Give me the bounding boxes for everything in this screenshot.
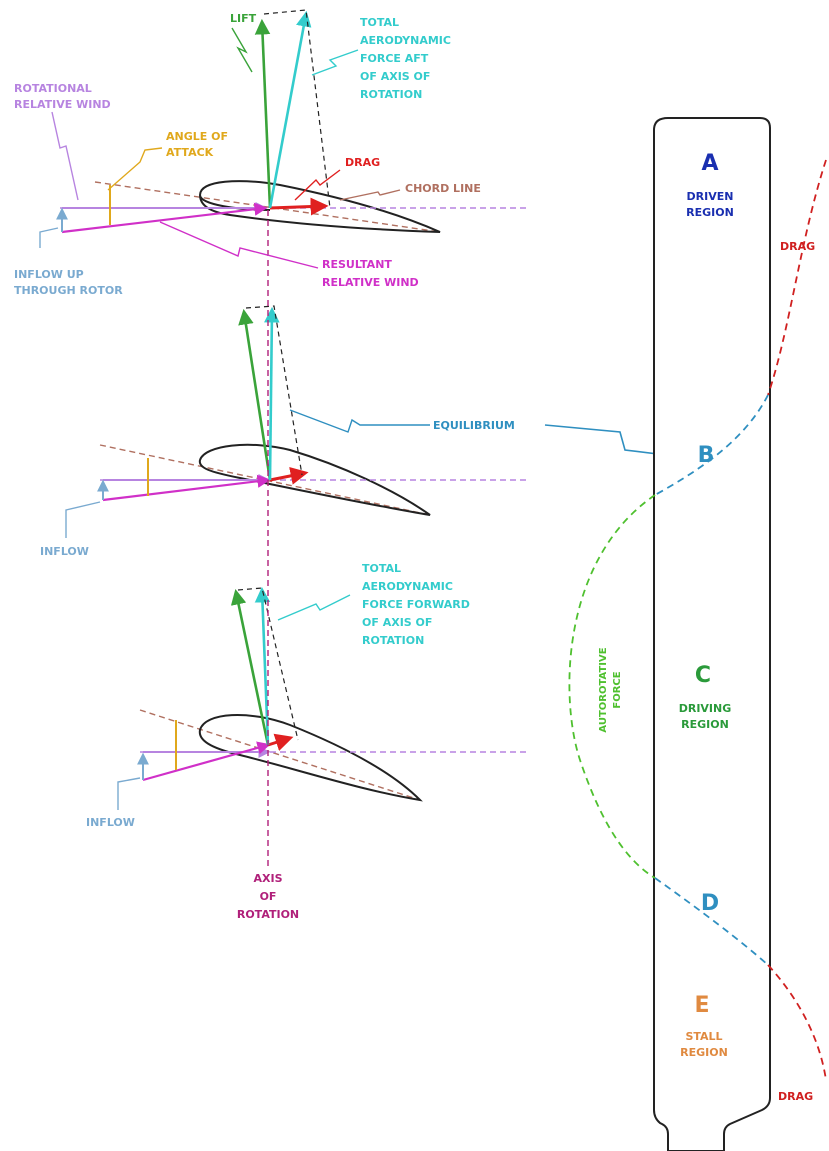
axis-of-rotation-label-line-3: ROTATION: [237, 908, 299, 921]
inflow-up-label-line-1: INFLOW UP: [14, 268, 84, 281]
lift-label: LIFT: [230, 12, 257, 25]
region-b-letter: B: [698, 443, 715, 468]
region-a-letter: A: [701, 151, 718, 176]
drag-curve-bottom: [767, 964, 827, 1081]
angle-of-attack-label-line-1: ANGLE OF: [166, 130, 228, 143]
lift-arrow-bottom: [230, 588, 270, 746]
taf-aft-label-line-1: TOTAL: [360, 16, 399, 29]
resultant-relative-wind-arrow-middle: [102, 474, 271, 502]
taf-aft-label-line-2: AERODYNAMIC: [360, 34, 451, 47]
total-aerodynamic-force-arrow-top: [268, 10, 312, 209]
diagram-labels: LIFT TOTAL AERODYNAMIC FORCE AFT OF AXIS…: [14, 12, 515, 921]
taf-aft-label-line-4: OF AXIS OF: [360, 70, 430, 83]
taf-forward-label-line-1: TOTAL: [362, 562, 401, 575]
taf-forward-label-line-5: ROTATION: [362, 634, 424, 647]
axis-of-rotation-label-line-2: OF: [260, 890, 277, 903]
region-e-letter: E: [694, 993, 709, 1018]
autorotative-force-curve: [568, 494, 656, 879]
airfoil-middle: [198, 443, 431, 516]
region-a-label-line-1: DRIVEN: [687, 190, 734, 203]
resultant-relative-wind-arrow-bottom: [142, 741, 271, 782]
force-distribution-curve: [568, 159, 827, 1081]
leader-lines: [39, 27, 693, 810]
airfoil-section-middle: [97, 305, 530, 516]
lift-arrow-middle: [238, 308, 272, 481]
airfoil-top: [198, 180, 441, 233]
inflow-label-bottom: INFLOW: [86, 816, 135, 829]
autorotative-force-label-line-2: FORCE: [612, 671, 623, 708]
taf-aft-label-line-3: FORCE AFT: [360, 52, 429, 65]
autorotative-force-label-line-1: AUTOROTATIVE: [598, 647, 609, 732]
drag-arrow-top: [269, 197, 329, 216]
airfoil-section-top: [56, 9, 530, 234]
taf-aft-label-line-5: ROTATION: [360, 88, 422, 101]
force-construction-lines-middle: [245, 305, 303, 476]
drag-arrow-middle: [269, 466, 309, 485]
blade-outline: [653, 117, 771, 1151]
equilibrium-curve-upper: [654, 394, 769, 496]
rotational-relative-wind-label-line-1: ROTATIONAL: [14, 82, 92, 95]
region-c-letter: C: [695, 663, 711, 688]
airfoil-bottom: [198, 713, 423, 802]
inflow-label-middle: INFLOW: [40, 545, 89, 558]
resultant-relative-wind-arrow: [61, 202, 268, 234]
chord-line-extension-bottom: [139, 709, 421, 801]
equilibrium-label: EQUILIBRIUM: [433, 419, 515, 432]
rotational-relative-wind-label-line-2: RELATIVE WIND: [14, 98, 111, 111]
angle-of-attack-label-line-2: ATTACK: [166, 146, 214, 159]
resultant-relative-wind-label-line-2: RELATIVE WIND: [322, 276, 419, 289]
drag-curve-top: [767, 159, 827, 396]
lift-arrow-top: [254, 18, 272, 209]
chord-line-label: CHORD LINE: [405, 182, 481, 195]
taf-forward-label-line-3: FORCE FORWARD: [362, 598, 470, 611]
region-e-label-line-2: REGION: [680, 1046, 728, 1059]
drag-label-top: DRAG: [345, 156, 380, 169]
axis-of-rotation-label-line-1: AXIS: [253, 872, 282, 885]
inflow-up-label-line-2: THROUGH ROTOR: [14, 284, 123, 297]
region-c-label-line-1: DRIVING: [679, 702, 732, 715]
equilibrium-curve-lower: [654, 877, 769, 966]
region-c-label-line-2: REGION: [681, 718, 729, 731]
force-construction-lines-bottom: [237, 587, 299, 741]
force-construction-lines-top: [263, 9, 331, 209]
total-aerodynamic-force-arrow-middle: [264, 306, 280, 481]
region-d-letter: D: [701, 891, 719, 916]
taf-forward-label-line-4: OF AXIS OF: [362, 616, 432, 629]
resultant-relative-wind-label-line-1: RESULTANT: [322, 258, 392, 271]
blade-drag-label-top: DRAG: [780, 240, 815, 253]
region-e-label-line-1: STALL: [685, 1030, 722, 1043]
rotor-blade: A DRIVEN REGION B C DRIVING REGION D E S…: [653, 117, 771, 1151]
total-aerodynamic-force-arrow-bottom: [254, 586, 271, 746]
region-a-label-line-2: REGION: [686, 206, 734, 219]
airfoil-section-bottom: [137, 586, 530, 802]
chord-line-extension-middle: [99, 444, 431, 516]
drag-arrow-bottom: [267, 733, 294, 751]
blade-drag-label-bottom: DRAG: [778, 1090, 813, 1103]
taf-forward-label-line-2: AERODYNAMIC: [362, 580, 453, 593]
